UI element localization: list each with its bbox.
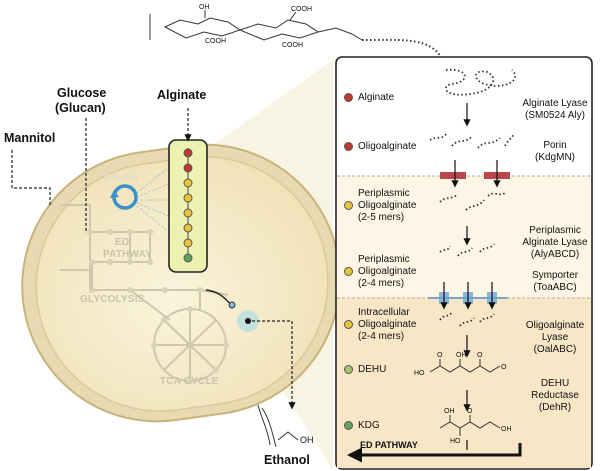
mannitol-label: Mannitol — [4, 131, 56, 145]
stage-label-intracellular-2: Oligoalginate — [358, 319, 417, 330]
stage-label-periplasmic-a1: Periplasmic — [358, 188, 410, 199]
stage-dot-intracellular — [344, 320, 353, 329]
kdg-ho: HO — [450, 438, 461, 445]
stage-dot-periplasmic-2-4 — [344, 267, 353, 276]
enzyme-oligo-lyase-3: (OalABC) — [533, 344, 577, 355]
stage-label-oligoalginate: Oligoalginate — [358, 141, 417, 152]
stage-label-kdg: KDG — [358, 420, 380, 431]
enzyme-column-dots — [183, 148, 193, 263]
enzyme-dehu-reductase-1: DEHU — [540, 378, 570, 389]
dehu-oh: OH — [456, 352, 467, 359]
stage-label-periplasmic-a2: Oligoalginate — [358, 200, 417, 211]
ethanol-output-line — [252, 320, 296, 410]
enzyme-porin-2: (KdgMN) — [534, 152, 575, 163]
enzyme-dehu-reductase-2: Reductase — [531, 390, 579, 401]
enzyme-dehu-reductase-3: (DehR) — [538, 402, 572, 413]
dehu-ho: HO — [414, 370, 425, 377]
stage-label-periplasmic-b1: Periplasmic — [358, 254, 410, 265]
plasmid-label: pALG3 — [104, 171, 139, 183]
stage-label-periplasmic-b2: Oligoalginate — [358, 266, 417, 277]
alginate-polymer-structure — [149, 10, 363, 41]
pathway-label: PATHWAY — [103, 249, 152, 260]
enzyme-peri-lyase-2: Alginate Lyase — [522, 237, 588, 248]
polymer-cooh-2: COOH — [291, 6, 312, 13]
panel-arrows — [440, 103, 501, 412]
plasmid-icon — [110, 184, 138, 210]
network-nodes — [87, 229, 229, 384]
dehu-o3: O — [501, 364, 507, 371]
stage-dot-alginate — [344, 93, 353, 102]
enzyme-symporter-2: (ToaABC) — [533, 282, 577, 293]
kdg-oh2: OH — [501, 426, 512, 433]
alginate-label: Alginate — [157, 88, 207, 102]
mannitol-input-line — [11, 150, 51, 207]
stage-label-intracellular-1: Intracellular — [358, 307, 410, 318]
kdg-oh: OH — [444, 408, 455, 415]
ethanol-node — [228, 301, 236, 309]
glucan-label: (Glucan) — [55, 101, 106, 115]
ethanol-label: Ethanol — [264, 453, 310, 467]
ethanol-skeleton — [277, 431, 299, 441]
pathway-panel — [335, 56, 593, 470]
kdg-o: O — [467, 408, 473, 415]
enzyme-oligo-lyase-1: Oligoalginate — [525, 320, 585, 331]
enzyme-alginate-lyase-1: Alginate Lyase — [522, 98, 588, 109]
enzyme-symporter-1: Symporter — [531, 270, 579, 281]
cell-body — [21, 143, 341, 423]
dehu-structure — [429, 359, 501, 373]
enzyme-oligo-lyase-2: Lyase — [541, 332, 569, 343]
dehu-o1: O — [437, 352, 443, 359]
ed-pathway-panel-label: ED PATHWAY — [360, 440, 418, 450]
stage-dot-dehu — [344, 365, 353, 374]
tca-cycle-label: TCA CYCLE — [160, 376, 219, 387]
oligomer-squiggles — [429, 69, 516, 327]
cell-flagellum — [257, 404, 277, 448]
stage-label-periplasmic-a3: (2-5 mers) — [358, 212, 405, 223]
polymer-cooh-3: COOH — [282, 42, 303, 49]
polymer-cooh-1: COOH — [205, 38, 226, 45]
ed-pathway-arrow — [347, 443, 522, 463]
stage-dot-kdg — [344, 421, 353, 430]
enzyme-peri-lyase-3: (AlyABCD) — [530, 249, 580, 260]
dehu-o2: O — [477, 352, 483, 359]
enzyme-alginate-lyase-2: (SM0524 Aly) — [524, 110, 586, 121]
polymer-oh: OH — [199, 4, 210, 11]
stage-dot-oligoalginate — [344, 142, 353, 151]
kdg-structure — [439, 415, 501, 436]
stage-label-alginate: Alginate — [358, 92, 395, 103]
enzyme-peri-lyase-1: Periplasmic — [529, 225, 581, 236]
stage-dot-periplasmic-2-5 — [344, 201, 353, 210]
stage-label-intracellular-3: (2-4 mers) — [358, 331, 405, 342]
stage-label-periplasmic-b3: (2-4 mers) — [358, 278, 405, 289]
ed-label: ED — [115, 237, 130, 248]
enzyme-porin-1: Porin — [543, 140, 567, 151]
glycolysis-label: GLYCOLYSIS — [80, 294, 145, 305]
glucose-label: Glucose — [57, 86, 107, 100]
ethanol-oh-label: OH — [300, 435, 314, 445]
ethanol-core — [245, 318, 251, 324]
stage-label-dehu: DEHU — [358, 364, 387, 375]
